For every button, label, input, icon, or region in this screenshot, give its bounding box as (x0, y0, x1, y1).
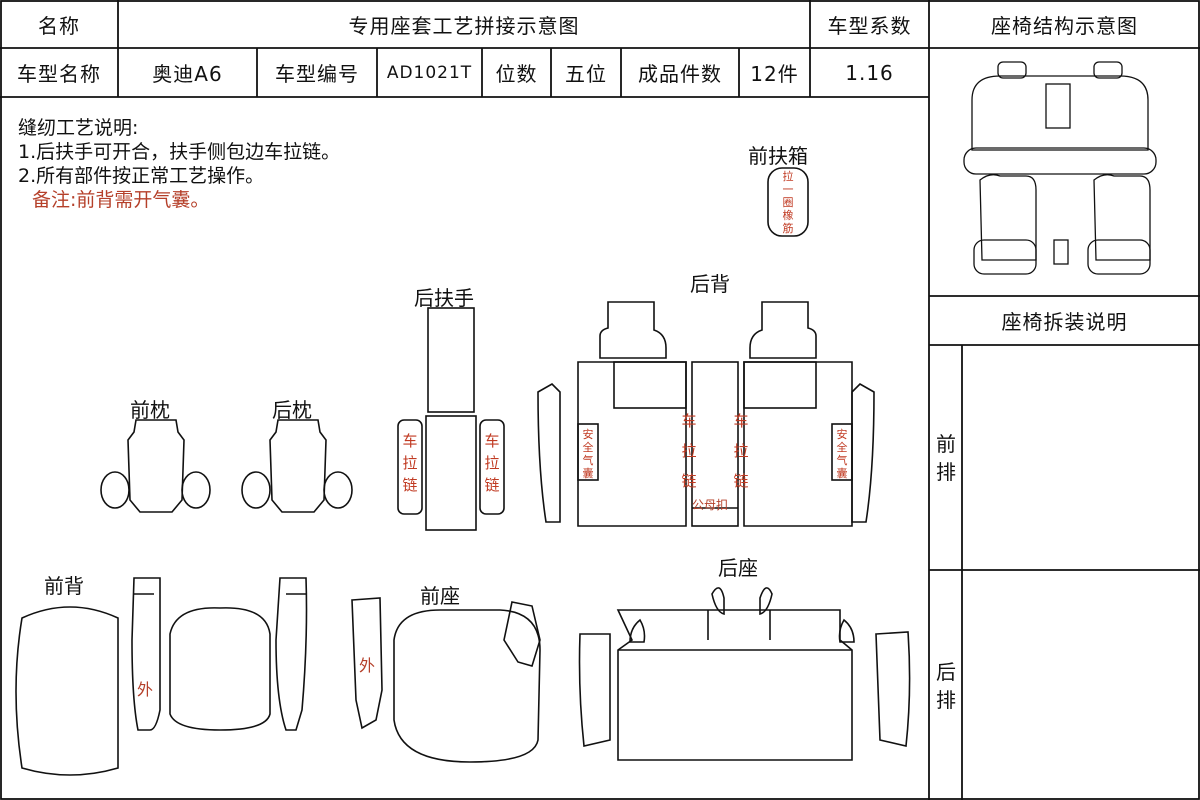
label-front-armrest-box: 前扶箱 (748, 144, 808, 168)
coef-value: 1.16 (845, 60, 894, 85)
snap-mark: 公母扣 (692, 498, 729, 512)
notes-heading: 缝纫工艺说明: (18, 117, 139, 139)
model-name-label: 车型名称 (17, 62, 101, 86)
rear-seat-pieces (578, 587, 911, 761)
label-front-seat: 前座 (420, 584, 460, 608)
page-title: 专用座套工艺拼接示意图 (348, 13, 580, 38)
model-code-value: AD1021T (386, 62, 473, 83)
zipper-mark-right: 车拉链 (484, 432, 500, 494)
front-headrest-pieces (100, 419, 211, 513)
seats-label: 位数 (495, 62, 538, 86)
label-rear-armrest: 后扶手 (414, 286, 474, 310)
seats-value: 五位 (565, 62, 607, 86)
label-rear-headrest: 后枕 (272, 398, 312, 422)
name-label: 名称 (38, 13, 80, 38)
front-box-note: 拉一圈橡筋 (782, 170, 794, 235)
zipper-mark-rear-back-left: 车拉链 (681, 412, 697, 490)
rear-back-pieces (537, 301, 875, 527)
notes-line-2: 2.所有部件按正常工艺操作。 (18, 165, 265, 187)
model-code-label: 车型编号 (275, 62, 359, 86)
seat-structure-thumbnail (963, 61, 1157, 275)
disassembly-title: 座椅拆装说明 (1001, 310, 1128, 334)
label-front-headrest: 前枕 (130, 398, 170, 422)
pieces-label: 成品件数 (638, 62, 722, 86)
rear-row-label: 后排 (936, 660, 956, 712)
model-name-value: 奥迪A6 (152, 62, 223, 86)
label-front-back: 前背 (44, 574, 84, 598)
structure-title: 座椅结构示意图 (991, 13, 1138, 38)
front-row-label: 前排 (936, 432, 956, 484)
notes-remark: 备注:前背需开气囊。 (32, 189, 210, 211)
label-rear-seat: 后座 (718, 556, 758, 580)
zipper-mark-rear-back-right: 车拉链 (733, 412, 749, 490)
front-seat-pieces (351, 597, 541, 763)
zipper-mark-left: 车拉链 (402, 432, 418, 494)
coef-label: 车型系数 (827, 13, 912, 38)
rear-armrest-pieces (397, 307, 505, 531)
label-rear-back: 后背 (690, 272, 730, 296)
front-armrest-box-piece (767, 167, 809, 237)
airbag-mark-right: 安全气囊 (836, 428, 848, 480)
rear-headrest-pieces (241, 419, 353, 513)
outer-mark-front-back: 外 (137, 680, 154, 699)
airbag-mark-left: 安全气囊 (582, 428, 594, 480)
front-back-pieces (15, 577, 308, 776)
outer-mark-front-seat: 外 (359, 656, 376, 675)
notes-line-1: 1.后扶手可开合，扶手侧包边车拉链。 (18, 141, 341, 163)
pieces-value: 12件 (750, 62, 799, 86)
